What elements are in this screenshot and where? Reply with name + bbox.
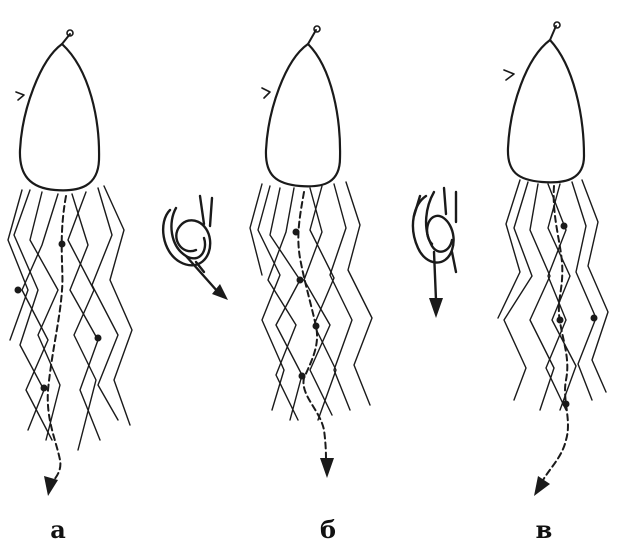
panel-a-drawing [8,30,132,496]
bulb-shape [20,44,99,190]
bulb-shape [508,40,584,182]
knot-detail-b [413,188,456,318]
panel-label-b: б [320,518,336,542]
net-mesh [8,186,132,450]
net-mesh [498,180,608,410]
panel-b-drawing [250,26,372,478]
panel-v-drawing [498,22,608,496]
shuttle-path [542,186,568,482]
knots [15,241,102,392]
arrow-head [320,458,334,478]
knot-detail-a [163,196,228,300]
arrow-head [44,476,58,496]
shuttle-path [48,196,66,482]
arrow-head [534,476,550,496]
panel-label-v: в [536,518,553,542]
panel-label-a: а [50,518,66,542]
bulb-shape [266,44,340,186]
net-mesh [250,182,372,420]
